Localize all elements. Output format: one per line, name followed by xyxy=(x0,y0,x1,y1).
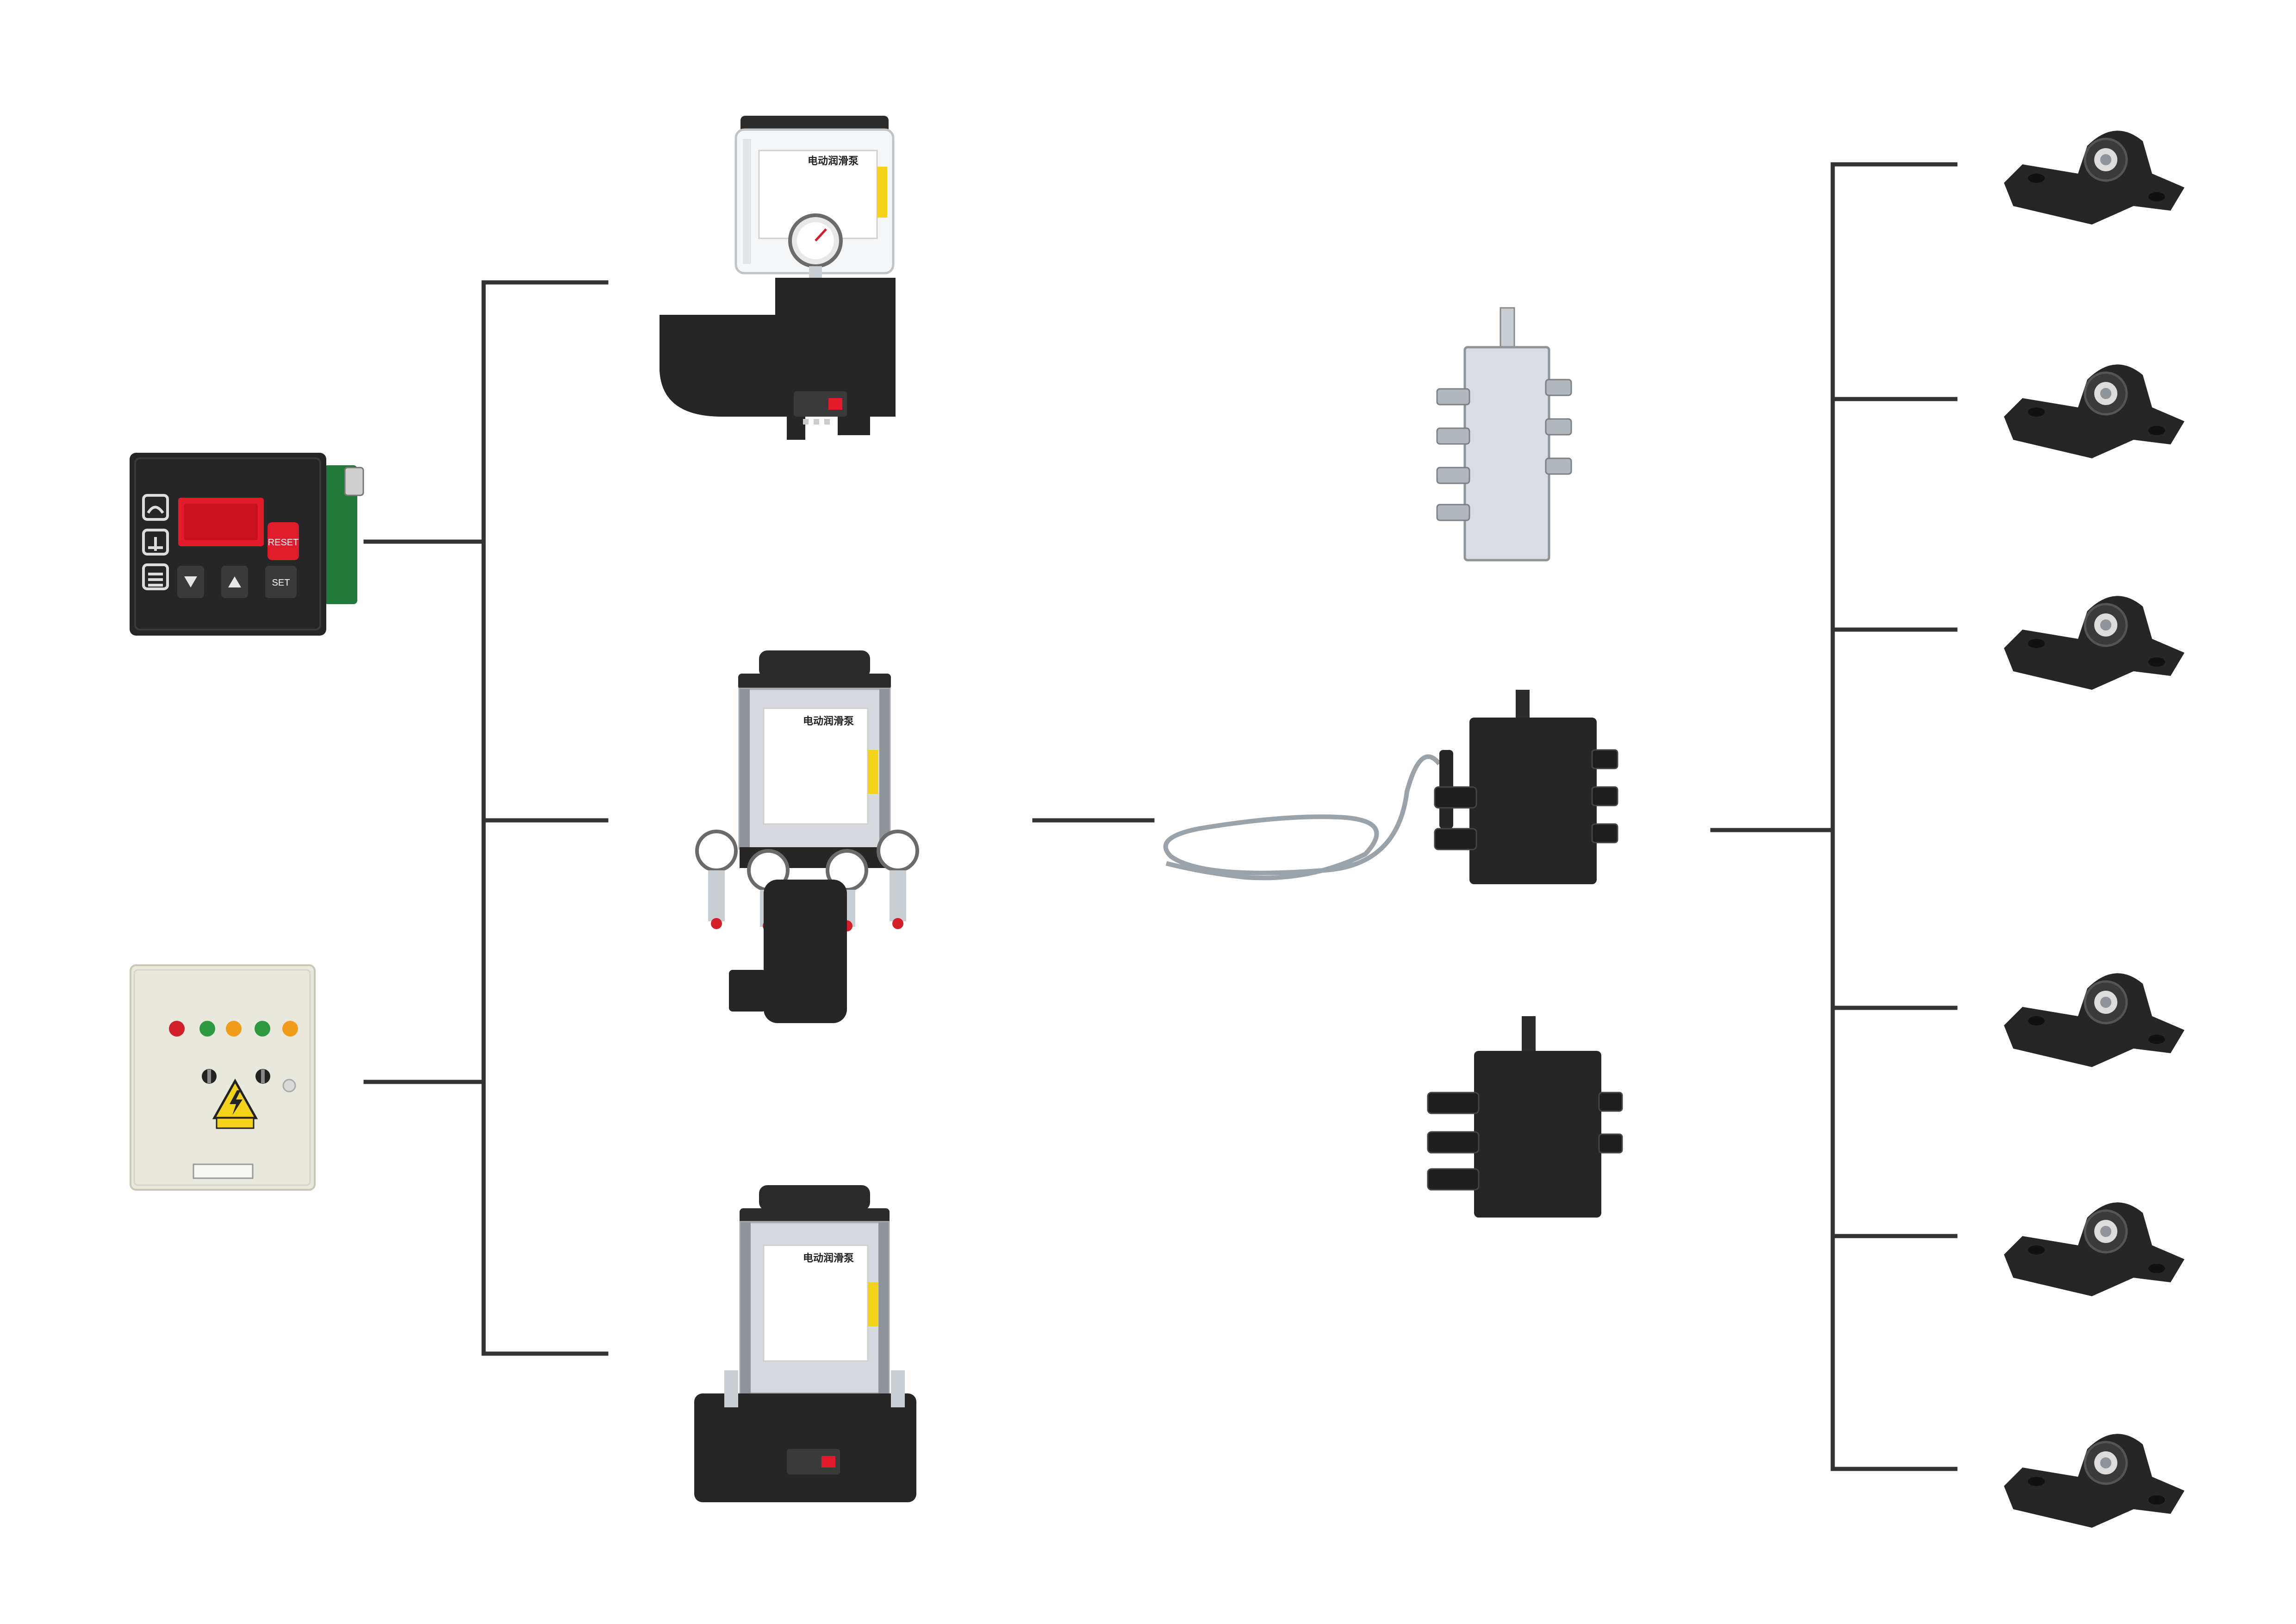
pump-bottom-label-title: 电动润滑泵 xyxy=(803,1252,854,1264)
cabinet-body xyxy=(130,964,316,1191)
pump-middle-label-title: 电动润滑泵 xyxy=(803,715,854,727)
selector-switches xyxy=(202,1069,296,1093)
lubrication-pump-top: 电动润滑泵 xyxy=(660,116,896,440)
mode-icon-3 xyxy=(142,563,169,590)
set-button[interactable]: SET xyxy=(265,566,297,598)
mode-icon-2 xyxy=(142,529,169,556)
pump-top-display xyxy=(828,398,842,410)
pump-bottom-label xyxy=(763,1244,869,1362)
high-voltage-warning-icon xyxy=(212,1078,258,1129)
lubrication-pump-bottom: 电动润滑泵 xyxy=(694,1185,916,1502)
indicator-lights xyxy=(169,1021,298,1037)
up-button[interactable] xyxy=(221,566,248,598)
indicator-light-orange-2 xyxy=(282,1021,298,1037)
controller-connector xyxy=(344,467,364,496)
triangle-down-icon xyxy=(184,576,197,587)
control-cabinet xyxy=(130,964,316,1191)
lubrication-pump-middle: 电动润滑泵 xyxy=(695,650,919,1023)
cabinet-lock xyxy=(282,1079,296,1093)
indicator-light-green-1 xyxy=(199,1021,215,1037)
indicator-light-green-2 xyxy=(255,1021,270,1037)
pressure-gauge-icon xyxy=(695,830,738,872)
pillow-block-bearing-icon xyxy=(2004,596,2184,690)
pump-bottom-display xyxy=(821,1456,835,1468)
distributor-black xyxy=(1427,1016,1623,1218)
down-button[interactable] xyxy=(177,566,204,598)
distributor-black-body xyxy=(1474,1051,1601,1218)
pressure-gauge-icon xyxy=(877,830,919,872)
distributor-with-sensor xyxy=(1163,690,1618,884)
distributor-silver xyxy=(1436,307,1572,562)
set-button-label: SET xyxy=(272,578,290,588)
indicator-light-red xyxy=(169,1021,185,1037)
sensor-cable-icon xyxy=(1163,754,1441,881)
cabinet-nameplate xyxy=(193,1163,254,1179)
pillow-block-bearing-icon xyxy=(2004,973,2184,1067)
pump-top-label-title: 电动润滑泵 xyxy=(808,155,859,167)
pillow-block-bearing-icon xyxy=(2004,1434,2184,1528)
pillow-block-bearing-icon xyxy=(2004,1202,2184,1296)
distributor-silver-body xyxy=(1463,346,1550,562)
reset-button[interactable]: RESET xyxy=(268,522,299,560)
triangle-up-icon xyxy=(228,576,241,587)
pillow-block-bearing-icon xyxy=(2004,131,2184,225)
pump-middle-motor xyxy=(764,880,847,1023)
digital-controller: RESET SET xyxy=(130,453,364,636)
controller-pcb xyxy=(324,465,357,604)
indicator-light-orange-1 xyxy=(226,1021,242,1037)
connector-lines xyxy=(363,162,1958,1471)
distributor-with-sensor-body xyxy=(1469,718,1597,884)
pump-bottom-base xyxy=(694,1393,916,1502)
pump-middle-label xyxy=(763,707,869,825)
bearings xyxy=(2004,131,2184,1528)
pillow-block-bearing-icon xyxy=(2004,364,2184,458)
pump-top-base xyxy=(660,278,896,440)
mode-icons xyxy=(142,494,169,590)
pressure-gauge-icon xyxy=(788,213,843,311)
mode-icon-1 xyxy=(142,494,169,521)
reset-button-label: RESET xyxy=(268,537,299,548)
